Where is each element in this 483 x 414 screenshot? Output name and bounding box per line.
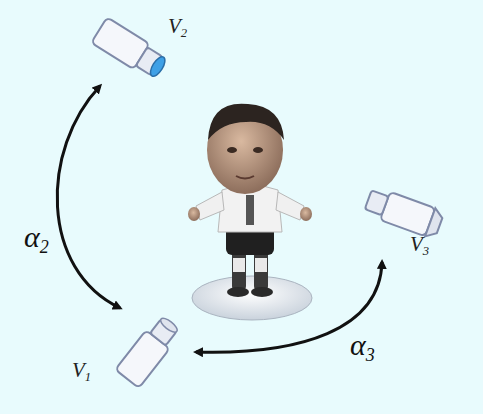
camera-v1 bbox=[115, 313, 183, 388]
camera-node: V2 bbox=[85, 8, 215, 86]
camera-label: V2 bbox=[168, 16, 187, 40]
rotation-arrow bbox=[57, 86, 120, 308]
camera-v3 bbox=[363, 186, 445, 240]
camera-node: V3 bbox=[350, 180, 455, 262]
camera-node: V1 bbox=[70, 308, 192, 400]
camera-v2 bbox=[91, 17, 170, 82]
camera-label: V1 bbox=[72, 360, 91, 384]
figurine bbox=[188, 104, 312, 320]
angle-label: α2 bbox=[22, 222, 51, 256]
camera-label: V3 bbox=[410, 234, 429, 258]
angle-label: α3 bbox=[348, 330, 377, 364]
